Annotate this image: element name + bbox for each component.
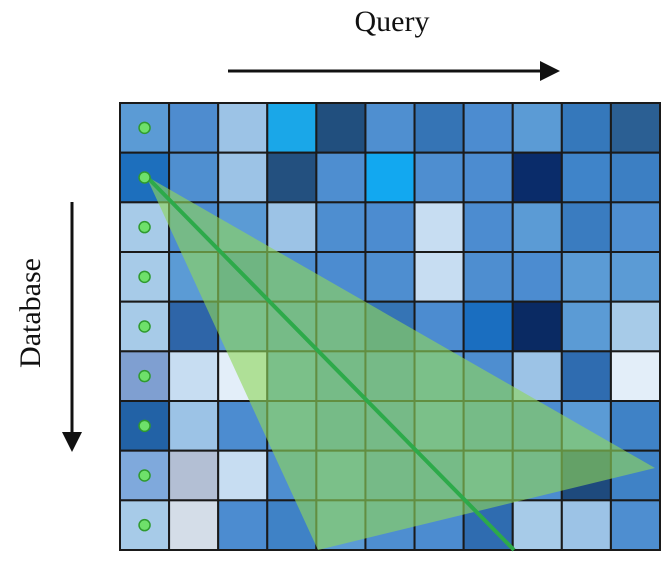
grid-cell xyxy=(413,251,465,303)
grid-cell xyxy=(560,350,612,402)
grid-cell xyxy=(511,201,563,253)
database-point-dot xyxy=(138,270,151,284)
database-point-dot xyxy=(138,220,151,234)
grid-cell xyxy=(560,499,612,551)
database-points xyxy=(138,121,151,532)
database-point-dot xyxy=(138,171,151,184)
grid-cell xyxy=(511,300,563,353)
grid-cell xyxy=(462,151,514,204)
grid-cell xyxy=(217,102,269,154)
grid-cell xyxy=(511,499,563,551)
grid-cell xyxy=(560,201,612,253)
grid-cell xyxy=(511,151,563,204)
search-region-triangle xyxy=(146,176,655,550)
grid-cell xyxy=(168,400,220,452)
grid-cell xyxy=(560,102,612,154)
grid-cell xyxy=(609,499,661,551)
grid-cell xyxy=(609,102,661,154)
database-arrow xyxy=(62,202,82,452)
grid-cell xyxy=(413,201,465,253)
grid-cell xyxy=(364,151,416,204)
grid-cell xyxy=(609,151,661,204)
grid-cell xyxy=(413,151,465,204)
grid-cell xyxy=(315,201,367,253)
query-arrow xyxy=(228,61,560,81)
grid-cell xyxy=(511,251,563,303)
grid-cell xyxy=(364,102,416,154)
grid-cell xyxy=(462,251,514,303)
grid-cell xyxy=(609,251,661,303)
database-point-dot xyxy=(138,469,151,482)
grid-cell xyxy=(217,449,269,502)
database-point-dot xyxy=(138,419,151,433)
grid-cell xyxy=(609,300,661,353)
alignment-path-line xyxy=(144,174,516,552)
grid-cell xyxy=(315,102,367,154)
grid-cell xyxy=(560,300,612,353)
grid-cell xyxy=(560,151,612,204)
grid-cell xyxy=(266,201,318,253)
database-point-dot xyxy=(138,369,151,383)
grid-cell xyxy=(609,400,661,452)
query-label: Query xyxy=(355,5,430,38)
grid-cell xyxy=(168,350,220,402)
grid-cell xyxy=(364,251,416,303)
grid-cell xyxy=(609,201,661,253)
grid-cell xyxy=(560,251,612,303)
grid-cell xyxy=(609,350,661,402)
grid-cell xyxy=(413,102,465,154)
database-point-dot xyxy=(138,320,151,333)
database-label: Database xyxy=(14,258,47,368)
grid-cell xyxy=(315,151,367,204)
grid-cell xyxy=(266,151,318,204)
grid-cell xyxy=(168,102,220,154)
database-point-dot xyxy=(138,121,151,135)
grid-cell xyxy=(217,151,269,204)
grid-cell xyxy=(462,102,514,154)
grid-cell xyxy=(168,449,220,502)
database-point-dot xyxy=(138,518,151,532)
grid-cell xyxy=(266,102,318,154)
grid-cell xyxy=(511,102,563,154)
grid-cell xyxy=(462,300,514,353)
grid-cell xyxy=(462,201,514,253)
grid-cell xyxy=(217,499,269,551)
grid-cell xyxy=(364,201,416,253)
grid-cell xyxy=(168,499,220,551)
